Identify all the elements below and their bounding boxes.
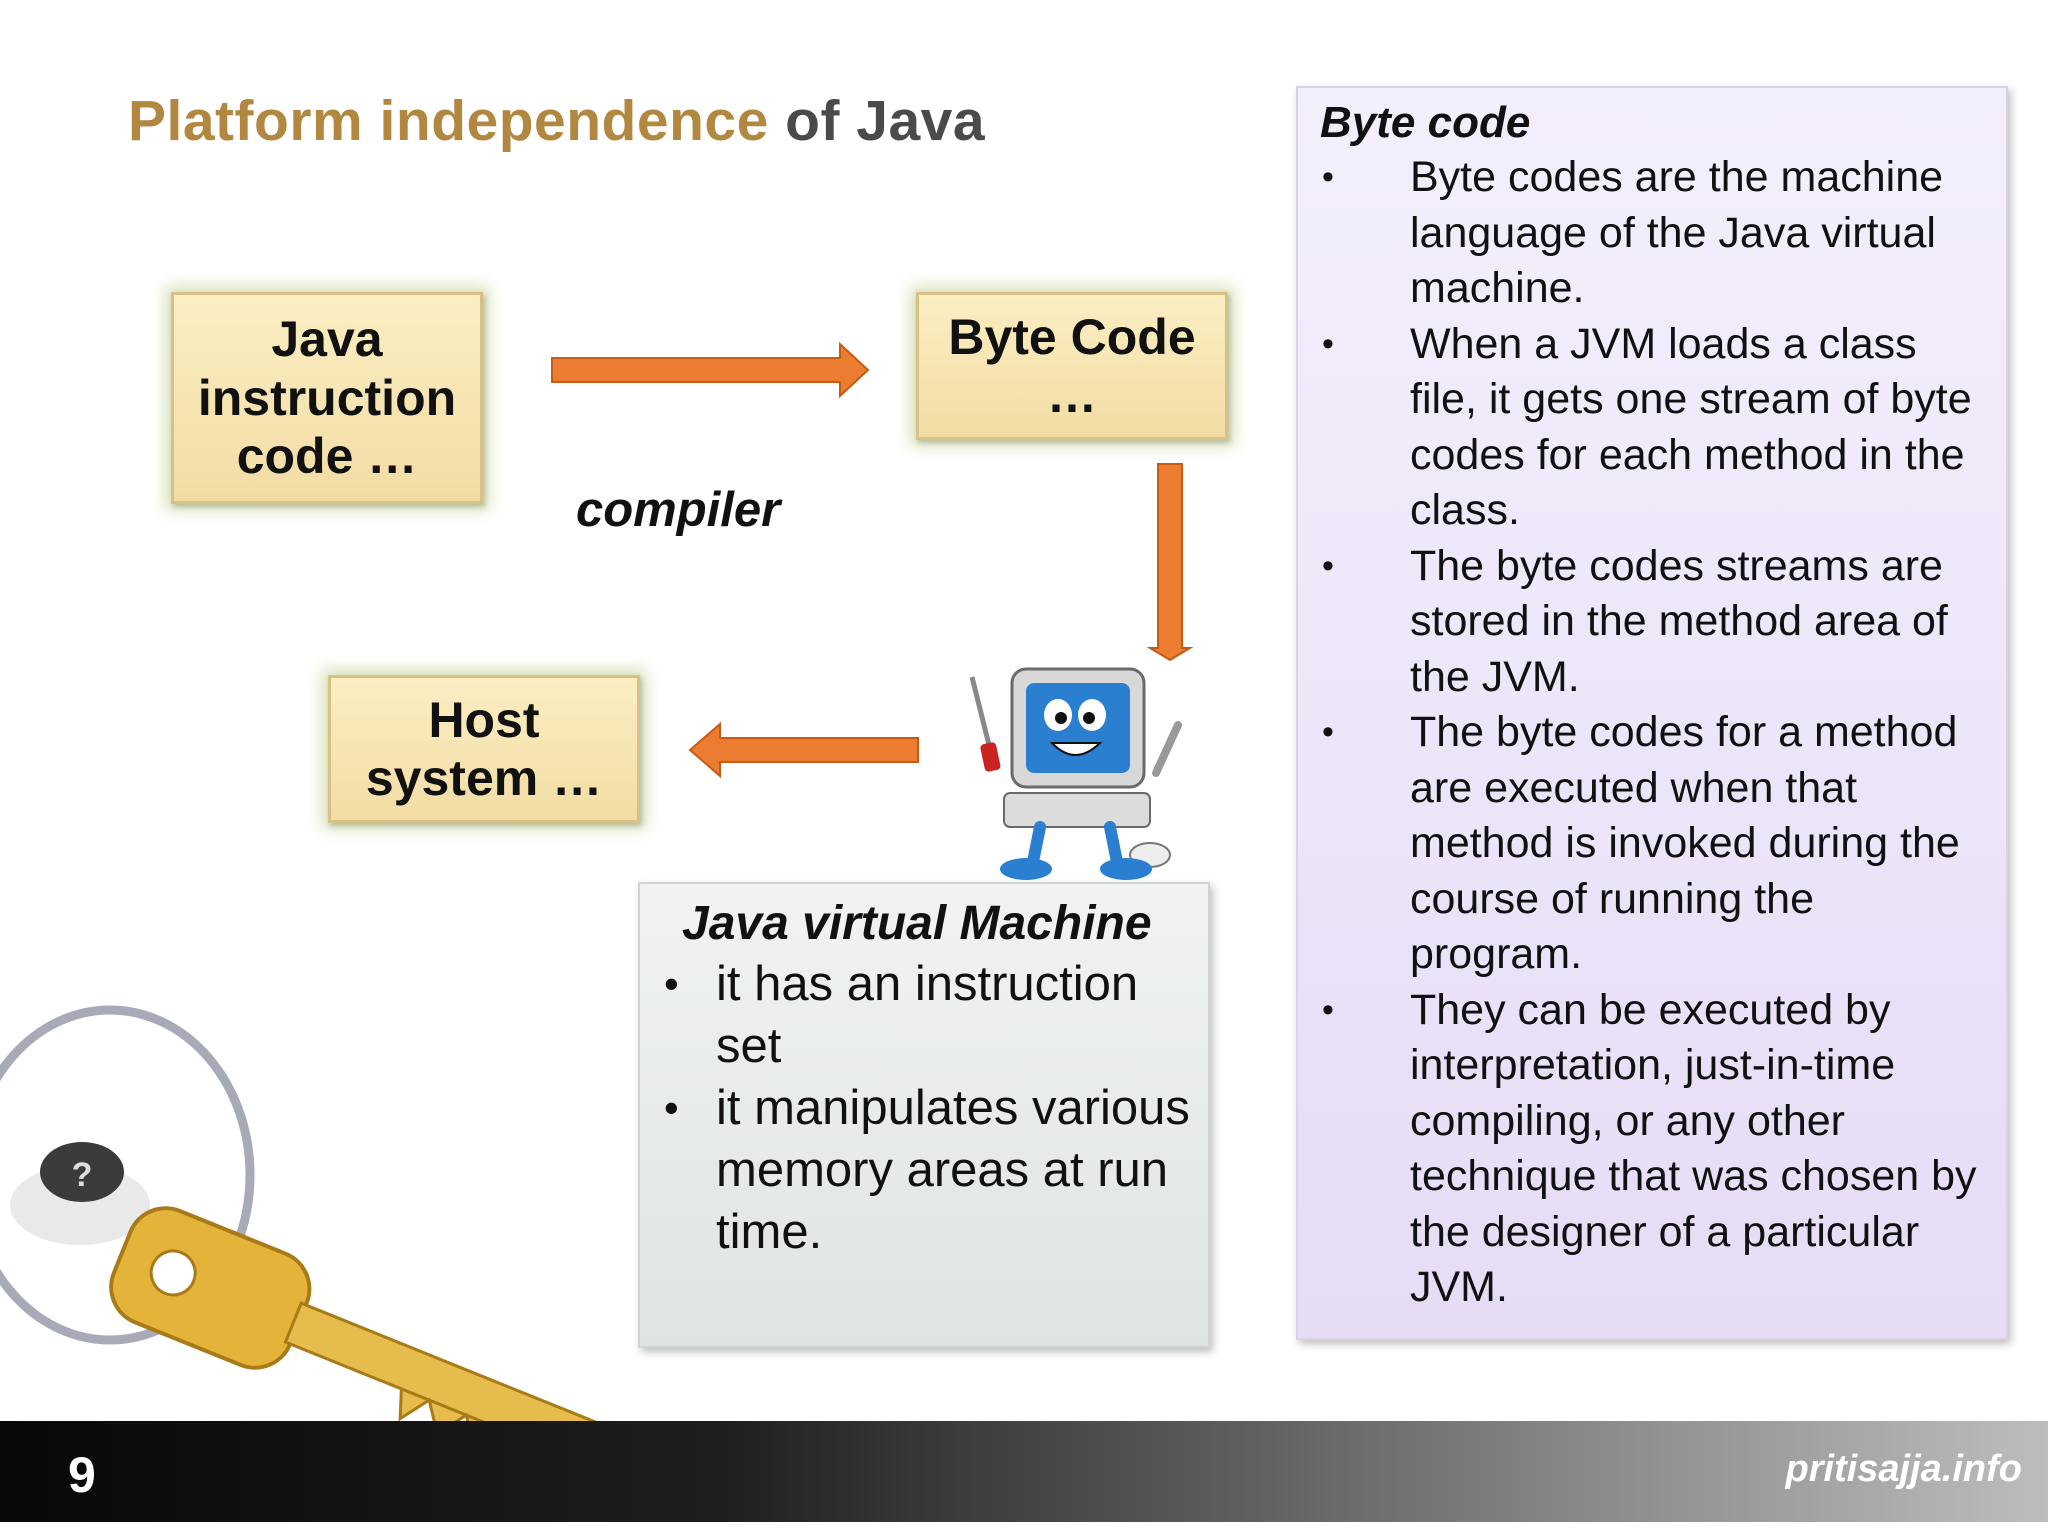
byte-code-panel-title: Byte code <box>1320 98 1531 147</box>
jvm-box: Java virtual Machine it has an instructi… <box>638 882 1210 1348</box>
byte-code-bullet: The byte codes for a method are executed… <box>1320 705 1988 983</box>
monitor-screen <box>1026 683 1130 773</box>
compiler-label: compiler <box>576 483 781 537</box>
key-illustration: ? <box>0 1005 619 1472</box>
byte-code-bullet: They can be executed by interpretation, … <box>1320 983 1988 1316</box>
arrow-to-jvm <box>1146 463 1194 662</box>
jvm-bullet: it manipulates various memory areas at r… <box>662 1077 1194 1263</box>
byte-code-box: Byte Code … <box>916 292 1228 440</box>
arrow-to-host <box>688 721 919 779</box>
question-mark-icon: ? <box>72 1156 93 1194</box>
host-system-box: Host system … <box>328 675 640 823</box>
byte-code-bullet-list: Byte codes are the machine language of t… <box>1320 150 1988 1316</box>
byte-code-panel: Byte code Byte codes are the machine lan… <box>1296 86 2008 1340</box>
jvm-title: Java virtual Machine <box>682 897 1152 950</box>
screwdriver <box>969 676 993 750</box>
key-hole <box>149 1249 197 1297</box>
coffee-cup <box>40 1142 124 1202</box>
slide-number: 9 <box>68 1447 96 1503</box>
byte-code-bullet: When a JVM loads a class file, it gets o… <box>1320 317 1988 539</box>
jvm-bullet-list: it has an instruction set it manipulates… <box>662 953 1194 1263</box>
jvm-bullet: it has an instruction set <box>662 953 1194 1077</box>
arrow-compile <box>551 341 870 399</box>
title-rest: of Java <box>785 89 986 153</box>
key-ring <box>0 1005 255 1345</box>
keyboard <box>1003 792 1151 828</box>
slide-title: Platform independence of Java <box>128 88 985 154</box>
java-instruction-code-box: Java instruction code … <box>171 292 483 504</box>
byte-code-bullet: Byte codes are the machine language of t… <box>1320 150 1988 317</box>
computer-mascot-icon <box>969 667 1182 880</box>
title-highlight: Platform independence <box>128 89 769 153</box>
wrench <box>1152 721 1182 777</box>
byte-code-bullet: The byte codes streams are stored in the… <box>1320 539 1988 706</box>
footer-bar <box>0 1421 2048 1522</box>
key-bow <box>109 1206 312 1370</box>
site-credit: pritisajja.info <box>1785 1448 2022 1490</box>
